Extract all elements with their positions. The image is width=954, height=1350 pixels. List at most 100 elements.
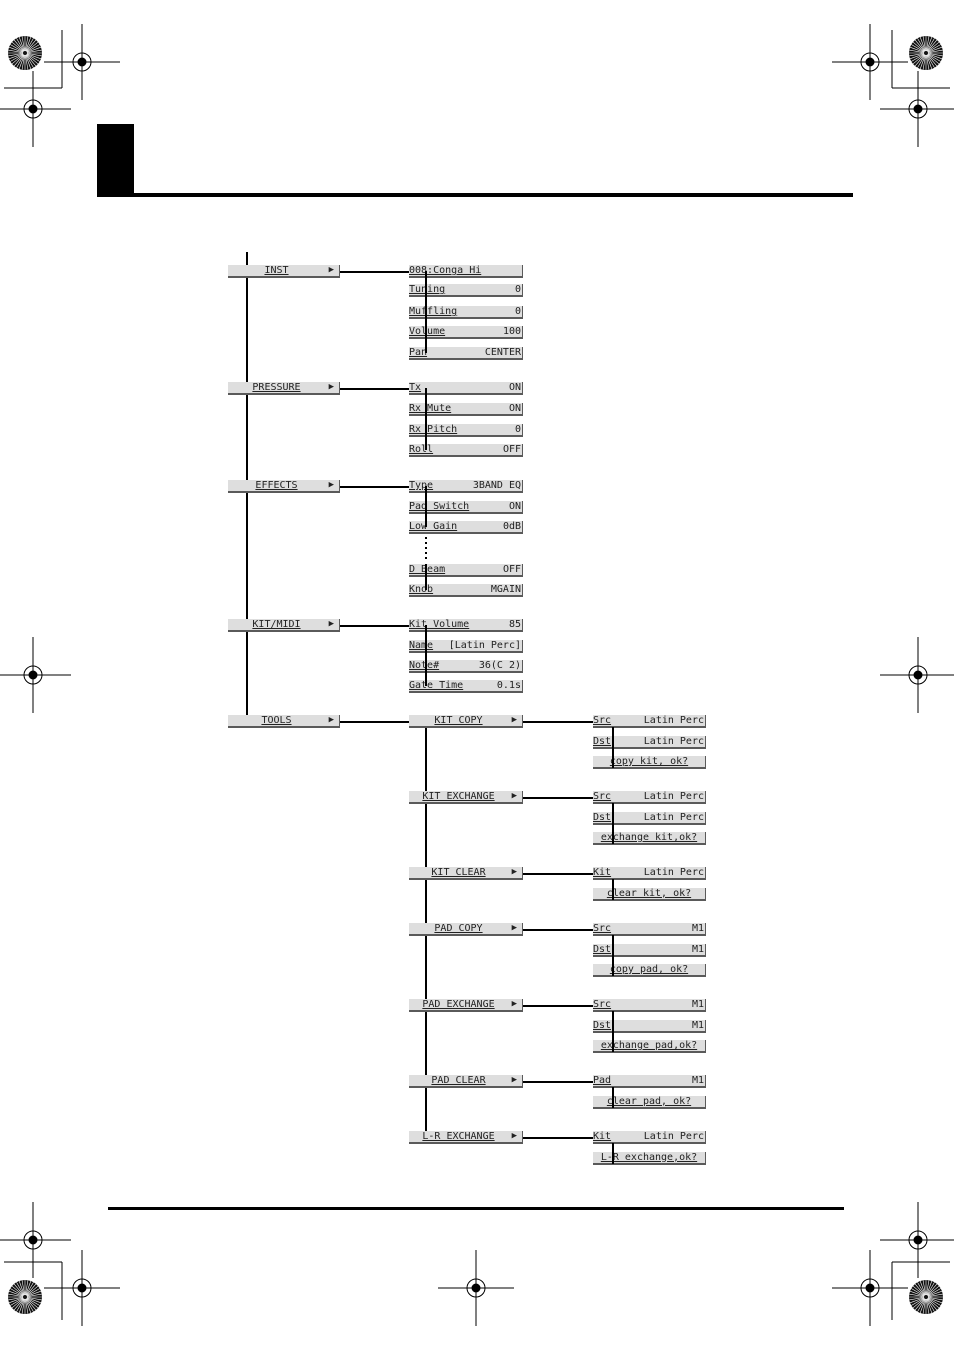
param-value: Latin Perc [643, 1131, 704, 1142]
branch-line [340, 271, 410, 273]
param-value: OFF [502, 564, 521, 575]
submenu-kit-clear[interactable]: KIT CLEAR▶ [409, 867, 523, 880]
param-row[interactable]: Dst M1 [593, 1019, 706, 1033]
param-name: Roll [409, 444, 434, 455]
submenu-l-r-exchange[interactable]: L-R EXCHANGE▶ [409, 1131, 523, 1144]
param-value: M1 [691, 1019, 704, 1031]
menu-label: KIT/MIDI [252, 619, 301, 630]
crosshair-icon [880, 637, 954, 713]
param-value: M1 [691, 999, 704, 1010]
starburst-icon [909, 36, 943, 70]
branch-line [523, 929, 593, 931]
param-name: Dst [593, 1019, 612, 1031]
submenu-pad-copy[interactable]: PAD COPY ▶ [409, 923, 523, 936]
menu-pressure[interactable]: PRESSURE▶ [228, 382, 340, 395]
param-value: 0 [514, 306, 521, 317]
menu-kitmidi[interactable]: KIT/MIDI▶ [228, 619, 340, 632]
param-name: Kit [593, 1131, 612, 1142]
param-row[interactable]: Rx Mute ON [409, 403, 523, 416]
submenu-pad-clear[interactable]: PAD CLEAR▶ [409, 1075, 523, 1088]
submenu-kit-copy[interactable]: KIT COPY ▶ [409, 715, 523, 728]
item-connector [612, 935, 614, 976]
crosshair-icon [0, 71, 71, 147]
confirm-row[interactable]: copy pad, ok? [593, 964, 706, 977]
param-value: 85 [508, 619, 521, 630]
param-row[interactable]: Low Gain 0dB [409, 521, 523, 534]
param-value: ON [508, 501, 521, 512]
submenu-pad-exchange[interactable]: PAD EXCHANGE▶ [409, 999, 523, 1012]
confirm-row[interactable]: exchange pad,ok? [593, 1040, 706, 1053]
ellipsis-dot [425, 547, 427, 549]
menu-effects[interactable]: EFFECTS▶ [228, 480, 340, 493]
param-name: Rx Pitch [409, 424, 458, 435]
param-value: M1 [691, 1075, 704, 1086]
param-name: Name [409, 640, 434, 651]
submenu-kit-exchange[interactable]: KIT EXCHANGE▶ [409, 791, 523, 804]
crosshair-icon [44, 1250, 120, 1326]
param-row[interactable]: 008:Conga Hi [409, 265, 523, 278]
item-connector [612, 1011, 614, 1052]
arrow-right-icon: ▶ [328, 265, 334, 275]
param-row[interactable]: Note#36(C 2) [409, 660, 523, 673]
confirm-row[interactable]: L-R exchange,ok? [593, 1151, 706, 1165]
arrow-right-icon: ▶ [511, 923, 517, 933]
param-name: Src [593, 923, 612, 934]
branch-line [340, 625, 410, 627]
param-name: Pan [409, 347, 428, 358]
branch-line [523, 1137, 593, 1139]
param-name: Low Gain [409, 521, 458, 532]
param-value: M1 [691, 923, 704, 934]
item-connector [612, 1143, 614, 1164]
param-value: ON [508, 403, 521, 414]
confirm-message: clear kit, ok? [606, 887, 692, 899]
menu-tools[interactable]: TOOLS▶ [228, 715, 340, 728]
menu-label: KIT CLEAR [431, 867, 486, 878]
param-name: Tuning [409, 284, 446, 295]
param-value: Latin Perc [643, 811, 704, 823]
param-value: 0dB [502, 521, 521, 532]
param-name: Type [409, 480, 434, 491]
confirm-row[interactable]: copy kit, ok? [593, 756, 706, 769]
crosshair-icon [438, 1250, 514, 1326]
crosshair-icon [44, 24, 120, 100]
menu-label: PAD COPY [434, 923, 483, 934]
param-name: Rx Mute [409, 403, 452, 414]
param-row[interactable]: Src M1 [593, 923, 706, 936]
confirm-row[interactable]: exchange kit,ok? [593, 832, 706, 845]
crosshair-icon [880, 1202, 954, 1278]
arrow-right-icon: ▶ [511, 715, 517, 725]
param-value: 36(C 2) [478, 660, 521, 671]
menu-label: KIT COPY [434, 715, 483, 726]
param-row[interactable]: Kit Latin Perc [593, 1131, 706, 1144]
param-row[interactable]: Name[Latin Perc] [409, 640, 523, 653]
branch-line [523, 797, 593, 799]
confirm-row[interactable]: clear kit, ok? [593, 887, 706, 901]
confirm-message: copy pad, ok? [609, 964, 689, 975]
menu-inst[interactable]: INST▶ [228, 265, 340, 278]
starburst-icon [8, 1280, 42, 1314]
confirm-row[interactable]: clear pad, ok? [593, 1095, 706, 1109]
